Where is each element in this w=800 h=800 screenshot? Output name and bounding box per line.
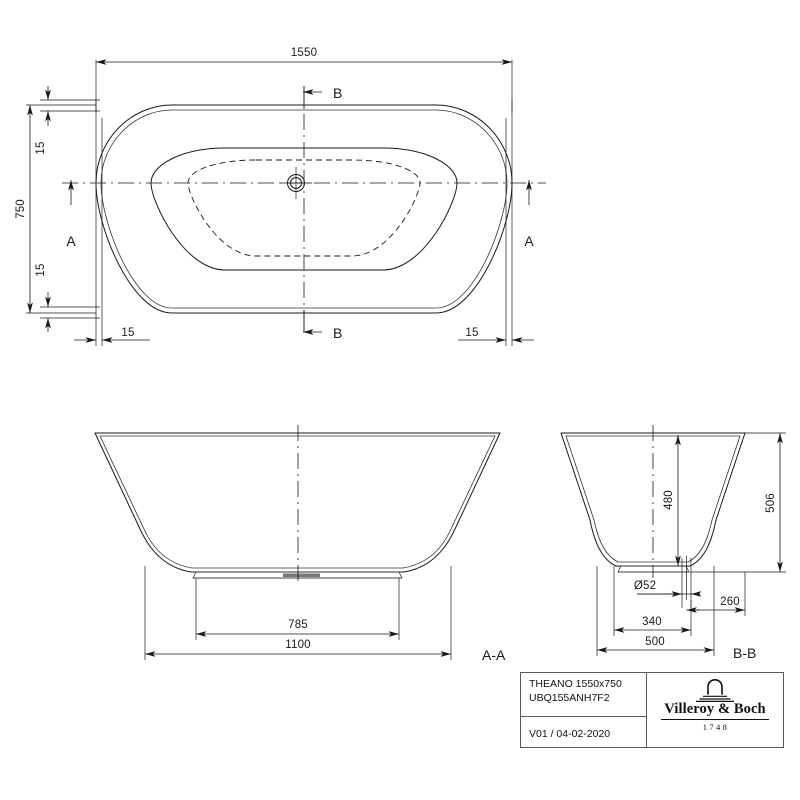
dim-bb-waste-diameter: Ø52 <box>634 580 702 597</box>
dim-bb-500: 500 <box>596 566 715 656</box>
section-marker-b-top: B <box>303 85 342 108</box>
aa-inner-profile <box>99 435 496 569</box>
plan-waste-outlet <box>280 167 312 199</box>
dim-aa-785: 785 <box>195 578 400 640</box>
brand-year: 1748 <box>702 722 730 733</box>
dim-text-rim-left-15: 15 <box>121 327 134 339</box>
section-label-b-bottom: B <box>333 325 342 341</box>
dim-rim-left-15: 15 <box>74 100 150 346</box>
dim-rim-right-15: 15 <box>458 100 534 346</box>
dim-text-rim-top-15: 15 <box>35 141 47 154</box>
dim-text-340: 340 <box>642 616 662 628</box>
brand-logo: Villeroy & Boch 1748 <box>647 678 783 732</box>
dim-text-480: 480 <box>663 490 675 510</box>
dim-bb-480: 480 <box>663 435 681 566</box>
aa-waste-slot <box>283 573 320 577</box>
title-block-logo-cell: Villeroy & Boch 1748 <box>647 673 783 747</box>
dim-bb-506: 506 <box>690 432 786 573</box>
dim-overall-width-750: 750 <box>15 104 96 314</box>
dim-bb-260: 260 <box>686 572 746 616</box>
aa-outer-profile <box>94 432 501 573</box>
villeroy-boch-arch-icon <box>696 678 734 702</box>
section-bb-group: 480 506 Ø52 260 <box>560 425 786 661</box>
bb-inner-profile <box>565 435 741 563</box>
dim-text-waste-diameter: Ø52 <box>634 580 656 592</box>
dim-text-rim-bottom-15: 15 <box>35 263 47 276</box>
plan-view-group: 1550 750 15 <box>15 47 546 346</box>
dim-text-rim-right-15: 15 <box>465 327 478 339</box>
title-block: THEANO 1550x750 UBQ155ANH7F2 V01 / 04-02… <box>520 672 784 748</box>
brand-rule <box>661 719 769 721</box>
section-label-a-left: A <box>66 233 76 249</box>
dim-text-500: 500 <box>645 636 665 648</box>
title-block-article-number: UBQ155ANH7F2 <box>529 691 610 704</box>
title-block-model-cell: THEANO 1550x750 UBQ155ANH7F2 <box>521 673 646 717</box>
view-label-bb: B-B <box>733 645 756 661</box>
dim-rim-top-15: 15 <box>35 86 100 155</box>
title-block-left-column: THEANO 1550x750 UBQ155ANH7F2 V01 / 04-02… <box>521 673 647 747</box>
plan-inner-bowl-outline <box>150 147 458 271</box>
dim-text-785: 785 <box>288 619 308 631</box>
brand-name: Villeroy & Boch <box>664 701 766 717</box>
title-block-model-name: THEANO 1550x750 <box>529 678 622 690</box>
section-marker-a-right: A <box>524 180 534 249</box>
section-label-b-top: B <box>333 85 342 101</box>
dim-bb-340: 340 <box>613 566 692 636</box>
dim-text-260: 260 <box>720 596 740 608</box>
dim-aa-1100: 1100 <box>144 566 452 660</box>
bb-foot-plate <box>617 565 690 573</box>
title-block-revision-cell: V01 / 04-02-2020 <box>521 717 646 747</box>
dim-text-1100: 1100 <box>285 639 311 651</box>
dim-rim-bottom-15: 15 <box>35 263 100 332</box>
bb-outer-profile <box>560 432 746 567</box>
plan-base-hidden-outline <box>187 159 421 257</box>
section-label-a-right: A <box>524 233 534 249</box>
section-marker-b-bottom: B <box>303 310 342 341</box>
dim-text-750: 750 <box>15 199 27 219</box>
dim-text-506: 506 <box>765 493 777 513</box>
section-aa-group: 785 1100 A-A <box>94 425 506 663</box>
dim-text-1550: 1550 <box>291 47 317 59</box>
section-marker-a-left: A <box>66 180 76 249</box>
plan-outer-rim-inner-edge <box>100 109 508 309</box>
plan-outer-rim-outline <box>95 104 513 314</box>
title-block-revision: V01 / 04-02-2020 <box>529 728 611 740</box>
view-label-aa: A-A <box>482 647 506 663</box>
